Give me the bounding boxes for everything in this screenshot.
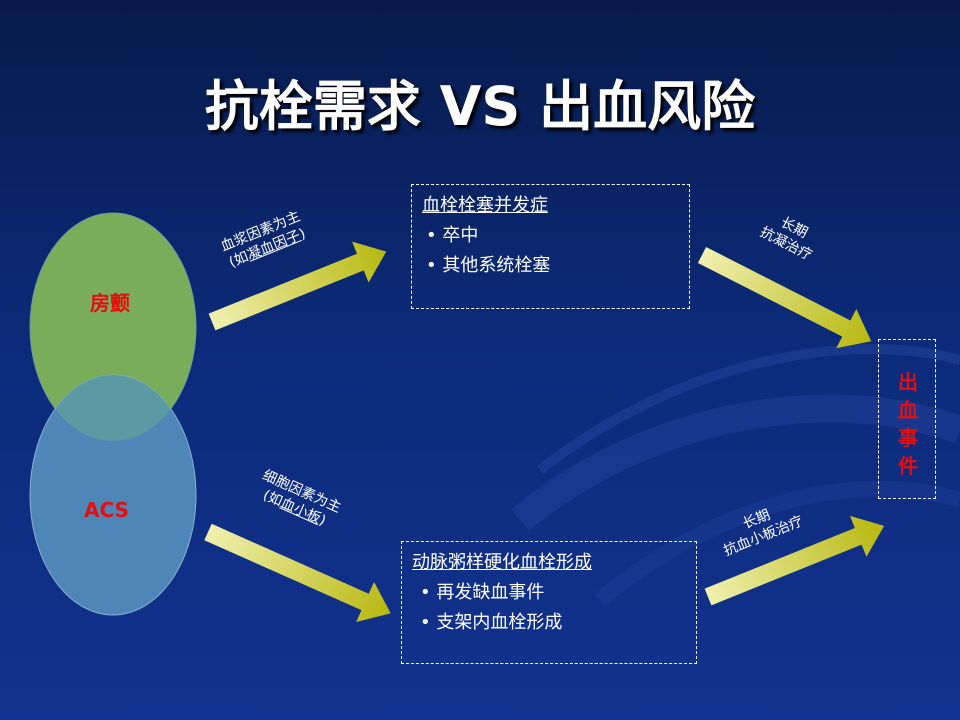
list-item: 卒中 [426,221,689,247]
list-item: 再发缺血事件 [420,578,696,604]
bleeding-event-char: 血 [898,398,918,422]
atherothrombosis-title: 动脉粥样硬化血栓形成 [412,552,592,573]
page-title: 抗栓需求 VS 出血风险 [204,75,756,138]
bleeding-event-char: 出 [898,370,918,394]
arrow-lower-right [704,515,885,606]
arrow-upper-right [697,246,872,349]
bleeding-event-char: 事 [898,426,918,450]
list-item: 其他系统栓塞 [426,251,689,277]
atherothrombosis-box: 动脉粥样硬化血栓形成 再发缺血事件 支架内血栓形成 [401,541,697,664]
af-label: 房颤 [90,291,130,315]
thromboembolism-box: 血栓栓塞并发症 卒中 其他系统栓塞 [411,184,690,309]
arrow-lower-left [204,523,391,623]
thromboembolism-title: 血栓栓塞并发症 [422,195,548,216]
bleeding-event-box: 出 血 事 件 [878,339,936,499]
bleeding-event-char: 件 [898,454,918,478]
acs-label: ACS [84,498,129,522]
list-item: 支架内血栓形成 [420,608,696,634]
arrow-upper-left [208,241,387,331]
